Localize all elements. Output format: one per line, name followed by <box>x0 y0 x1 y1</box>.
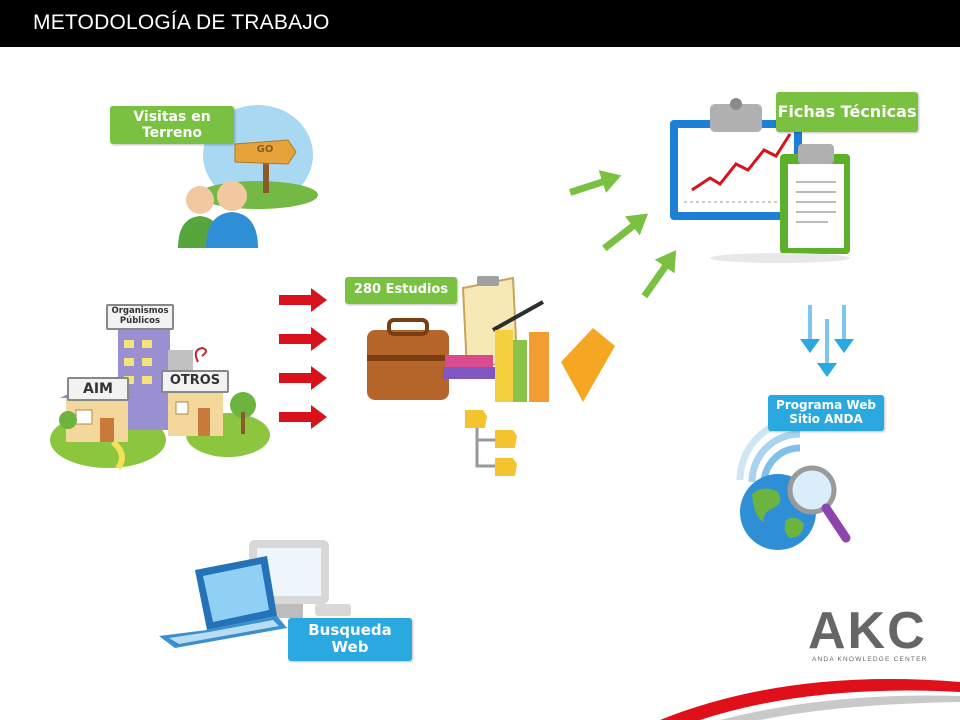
web-program-group: Programa Web Sitio ANDA <box>720 390 900 555</box>
green-arrow-2 <box>602 213 649 252</box>
web-program-label-line1: Programa Web <box>776 398 876 412</box>
blue-down-arrow-1 <box>800 305 820 353</box>
field-visits-group: Visitas en Terreno GO <box>108 100 323 250</box>
web-search-label-line1: Busqueda <box>308 621 392 639</box>
organisms-label-line1: Organismos <box>111 306 169 316</box>
studies-illustration <box>367 276 615 476</box>
blue-down-arrow-2 <box>834 305 854 353</box>
studies-label: 280 Estudios <box>345 277 457 304</box>
blue-down-arrow-3 <box>817 319 837 377</box>
green-arrow-1 <box>569 170 622 196</box>
studies-group: 280 Estudios <box>345 270 625 480</box>
others-label: OTROS <box>161 370 229 393</box>
web-search-group: Busqueda Web <box>155 530 420 665</box>
web-program-label-line2: Sitio ANDA <box>789 411 863 426</box>
tech-sheets-label: Fichas Técnicas <box>776 92 918 133</box>
web-search-illustration <box>159 540 351 648</box>
blue-down-arrows <box>800 305 854 377</box>
field-visits-label: Visitas en Terreno <box>110 106 234 145</box>
tech-sheets-illustration <box>670 98 850 263</box>
go-sign-label: GO <box>256 144 274 155</box>
green-arrows <box>569 170 677 299</box>
organisms-label: Organismos Públicos <box>106 304 174 330</box>
red-arrow-1 <box>279 288 327 312</box>
tech-sheets-group: Fichas Técnicas <box>660 90 930 265</box>
page-title: METODOLOGÍA DE TRABAJO <box>33 11 330 34</box>
green-arrow-3 <box>641 250 677 299</box>
aim-label: AIM <box>67 377 129 402</box>
akc-logo-text: AKC <box>808 602 927 660</box>
organisms-label-line2: Públicos <box>119 315 161 326</box>
akc-logo: AKC ANDA KNOWLEDGE CENTER <box>808 605 938 667</box>
akc-logo-subtitle: ANDA KNOWLEDGE CENTER <box>812 656 928 663</box>
red-swoosh <box>660 679 960 720</box>
red-arrow-3 <box>279 366 327 390</box>
red-arrow-2 <box>279 327 327 351</box>
red-arrows <box>279 288 327 429</box>
web-search-label-line2: Web <box>331 638 369 657</box>
buildings-group: Organismos Públicos AIM OTROS <box>38 300 273 470</box>
red-arrow-4 <box>279 405 327 429</box>
web-program-label: Programa Web Sitio ANDA <box>768 395 884 431</box>
header-bar: METODOLOGÍA DE TRABAJO <box>0 0 960 47</box>
web-search-label: Busqueda Web <box>288 618 412 661</box>
